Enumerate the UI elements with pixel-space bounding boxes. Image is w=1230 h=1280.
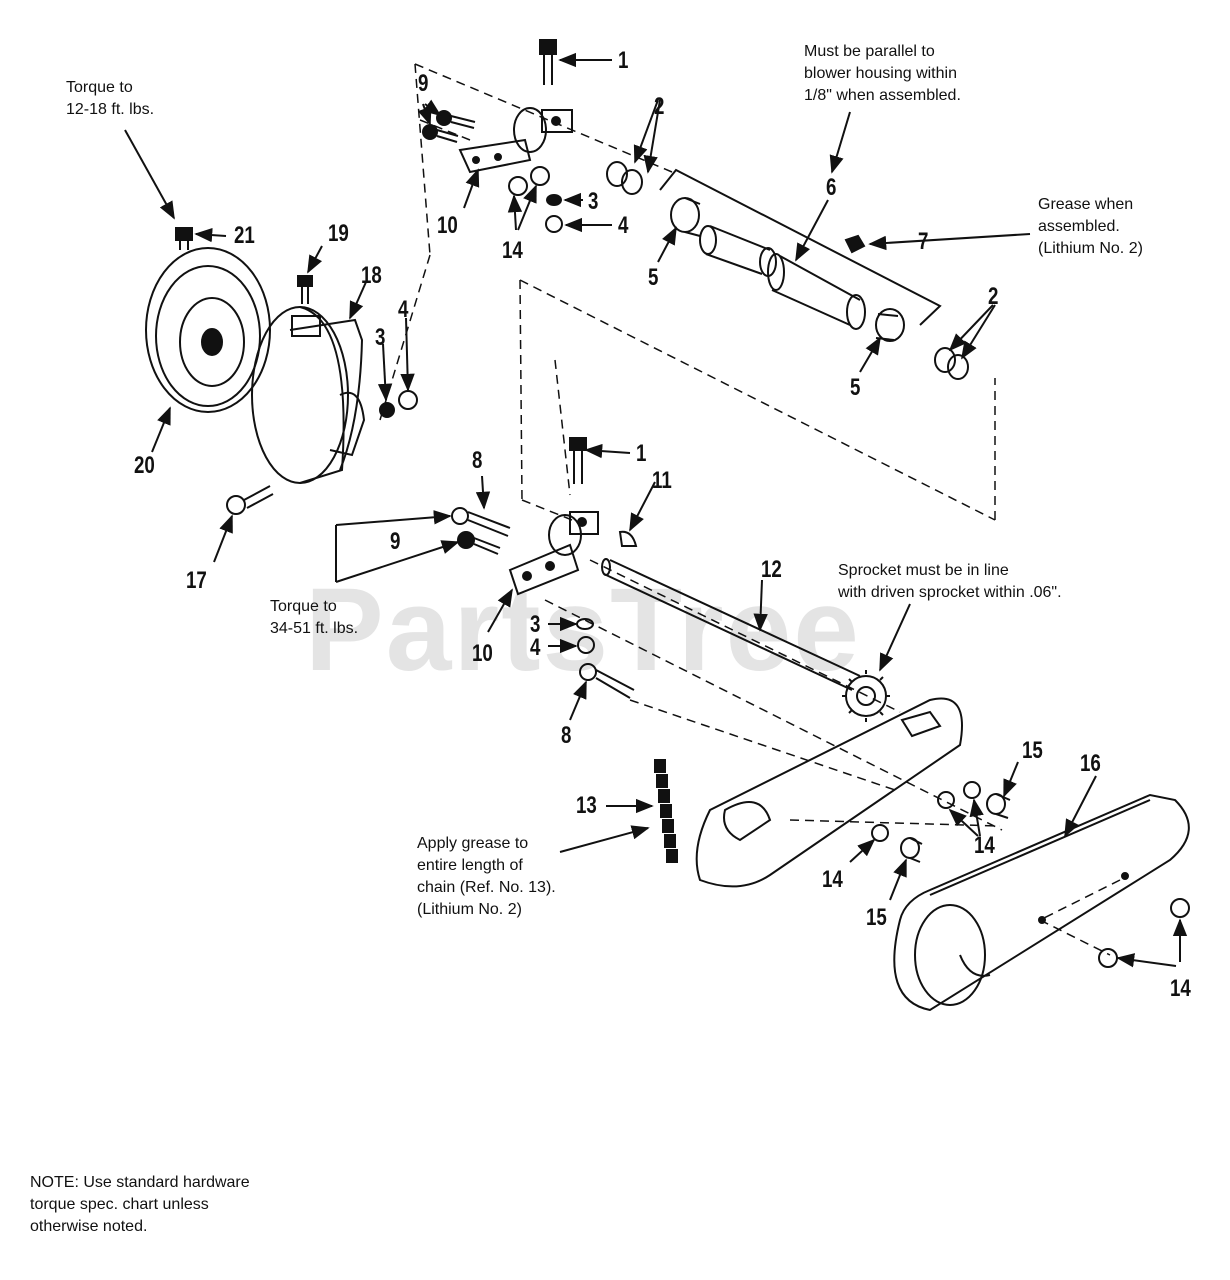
ref-number-5: 5 bbox=[648, 264, 659, 291]
sprocket-alignment-note: Sprocket must be in line with driven spr… bbox=[838, 562, 1062, 601]
ref-number-21: 21 bbox=[234, 222, 255, 249]
bearing-bracket-lower bbox=[508, 511, 599, 596]
hex-nut bbox=[398, 390, 418, 410]
washer bbox=[934, 347, 956, 373]
drive-chain bbox=[654, 759, 678, 863]
washer bbox=[621, 169, 643, 195]
hex-nut bbox=[545, 215, 563, 233]
ref-number-8: 8 bbox=[472, 447, 483, 474]
ref-number-10: 10 bbox=[472, 640, 493, 667]
ref-number-3: 3 bbox=[588, 188, 599, 215]
pulley bbox=[145, 247, 271, 413]
ref-number-3: 3 bbox=[375, 324, 386, 351]
ref-number-7: 7 bbox=[918, 228, 929, 255]
bushing bbox=[670, 197, 701, 237]
lock-washer bbox=[576, 618, 594, 630]
hex-bolt bbox=[539, 39, 557, 85]
flange-nut bbox=[508, 176, 528, 196]
ref-number-3: 3 bbox=[530, 611, 541, 638]
ref-number-18: 18 bbox=[361, 262, 382, 289]
hex-nut bbox=[577, 636, 595, 654]
ref-number-9: 9 bbox=[418, 70, 429, 97]
woodruff-key bbox=[618, 530, 638, 547]
ref-number-2: 2 bbox=[654, 93, 665, 120]
carriage-bolt bbox=[226, 485, 274, 515]
bolt bbox=[175, 227, 193, 250]
hex-bolts bbox=[451, 507, 511, 555]
ref-number-17: 17 bbox=[186, 567, 207, 594]
ref-number-9: 9 bbox=[390, 528, 401, 555]
flange-nut bbox=[1098, 948, 1118, 968]
ref-number-14: 14 bbox=[974, 832, 995, 859]
torque-note-12-18: Torque to 12-18 ft. lbs. bbox=[66, 79, 155, 118]
ref-number-8: 8 bbox=[561, 722, 572, 749]
blower-housing bbox=[251, 306, 366, 484]
flange-nut bbox=[937, 791, 955, 809]
ref-number-6: 6 bbox=[826, 174, 837, 201]
spacer bbox=[986, 793, 1011, 819]
bushing bbox=[875, 308, 905, 342]
ref-number-14: 14 bbox=[822, 866, 843, 893]
torque-note-34-51: Torque to 34-51 ft. lbs. bbox=[270, 598, 359, 637]
ref-number-11: 11 bbox=[652, 467, 672, 494]
ref-number-4: 4 bbox=[398, 296, 409, 323]
parallel-note: Must be parallel to blower housing withi… bbox=[804, 43, 961, 104]
bolt bbox=[297, 275, 313, 304]
ref-number-2: 2 bbox=[988, 283, 999, 310]
shaft-sleeve bbox=[699, 225, 866, 330]
ref-number-20: 20 bbox=[134, 452, 155, 479]
ref-number-4: 4 bbox=[618, 212, 629, 239]
chain-grease-note: Apply grease to entire length of chain (… bbox=[417, 835, 556, 918]
assembly-dashed-lines bbox=[379, 63, 1121, 956]
ref-number-10: 10 bbox=[437, 212, 458, 239]
ref-number-5: 5 bbox=[850, 374, 861, 401]
ref-number-13: 13 bbox=[576, 792, 597, 819]
lock-washer bbox=[546, 194, 562, 206]
hex-bolt bbox=[579, 663, 635, 699]
ref-number-19: 19 bbox=[328, 220, 349, 247]
washer bbox=[947, 354, 969, 380]
spacer bbox=[900, 837, 923, 863]
lock-washer bbox=[379, 402, 395, 418]
flange-nut bbox=[1170, 898, 1190, 918]
ref-number-4: 4 bbox=[530, 634, 541, 661]
chain-case-plate bbox=[695, 697, 963, 888]
drive-sprocket bbox=[842, 670, 890, 722]
ref-number-14: 14 bbox=[1170, 975, 1191, 1002]
leader-lines bbox=[124, 52, 1188, 968]
washer bbox=[606, 161, 628, 187]
drive-shaft bbox=[601, 558, 861, 691]
ref-number-1: 1 bbox=[618, 47, 629, 74]
hardware-torque-note: NOTE: Use standard hardware torque spec.… bbox=[30, 1174, 250, 1235]
flange-nut bbox=[530, 166, 550, 186]
ref-number-16: 16 bbox=[1080, 750, 1101, 777]
ref-number-1: 1 bbox=[636, 440, 647, 467]
hex-bolts bbox=[422, 110, 476, 143]
flange-nut bbox=[871, 824, 889, 842]
ref-number-12: 12 bbox=[761, 556, 782, 583]
bearing-bracket-upper bbox=[458, 107, 573, 174]
hex-bolt bbox=[569, 437, 587, 484]
flange-nut bbox=[963, 781, 981, 799]
grease-when-assembled-note: Grease when assembled. (Lithium No. 2) bbox=[1038, 196, 1143, 257]
grease-fitting bbox=[844, 234, 866, 254]
chain-cover bbox=[893, 793, 1190, 1012]
ref-number-15: 15 bbox=[866, 904, 887, 931]
ref-number-14: 14 bbox=[502, 237, 523, 264]
ref-number-15: 15 bbox=[1022, 737, 1043, 764]
